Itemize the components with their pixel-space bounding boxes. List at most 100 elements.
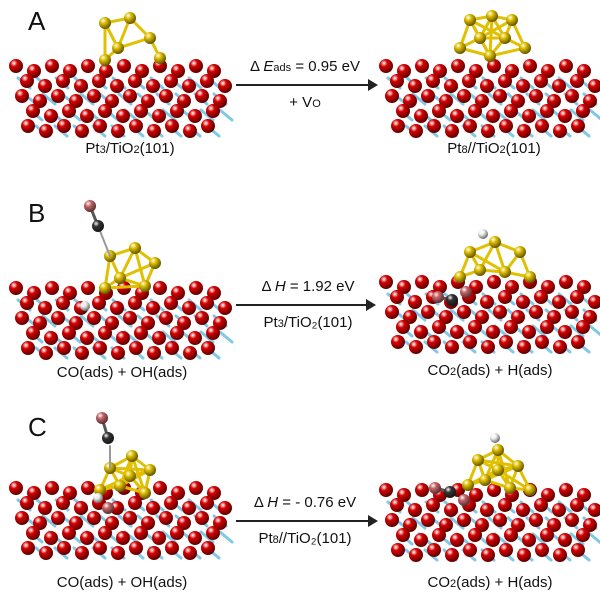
oxygen-atom [498, 498, 512, 512]
oxygen-atom [81, 281, 95, 295]
oxygen-atom [123, 311, 137, 325]
oxygen-atom [218, 79, 232, 93]
oxygen-atom [39, 124, 53, 138]
oxygen-atom [475, 310, 489, 324]
oxygen-atom [439, 310, 453, 324]
oxygen-atom [99, 64, 113, 78]
platinum-atom [454, 271, 466, 283]
oxygen-atom [529, 89, 543, 103]
oxygen-atom [421, 513, 435, 527]
ti-o-bond [588, 108, 600, 121]
structure-a-right [379, 10, 600, 138]
platinum-atom [99, 282, 111, 294]
oxygen-atom [69, 316, 83, 330]
oxygen-atom [33, 94, 47, 108]
platinum-atom [514, 246, 526, 258]
oxygen-atom [403, 310, 417, 324]
oxygen-atom [188, 109, 202, 123]
oxygen-atom [457, 305, 471, 319]
oxygen-atom [570, 290, 584, 304]
hydrogen-atom [93, 493, 103, 503]
oxygen-atom [26, 104, 40, 118]
oxygen-atom [218, 501, 232, 515]
oxygen-atom [481, 124, 495, 138]
platinum-atom [492, 464, 504, 476]
oxygen-atom [63, 286, 77, 300]
oxygen-atom [415, 483, 429, 497]
oxygen-atom [56, 74, 70, 88]
oxygen-atom [195, 89, 209, 103]
panel-label-b: B [28, 198, 46, 228]
oxygen-atom [111, 346, 125, 360]
reaction-c-energy: Δ H = - 0.76 eV [253, 494, 357, 511]
oxygen-atom [9, 59, 23, 73]
oxygen-atom [98, 326, 112, 340]
oxygen-atom [576, 528, 590, 542]
oxygen-atom [44, 531, 58, 545]
oxygen-atom [529, 305, 543, 319]
oxygen-atom [105, 516, 119, 530]
platinum-atom [149, 257, 161, 269]
oxygen-atom [444, 503, 458, 517]
oxygen-atom [38, 79, 52, 93]
oxygen-atom [576, 104, 590, 118]
ti-o-bond [218, 530, 234, 544]
oxygen-atom [206, 526, 220, 540]
oxygen-atom [62, 104, 76, 118]
oxygen-atom [522, 325, 536, 339]
oxygen-atom [385, 305, 399, 319]
oxygen-atom [558, 325, 572, 339]
oxygen-atom [570, 74, 584, 88]
platinum-atom [154, 52, 166, 64]
oxygen-atom [403, 518, 417, 532]
oxygen-atom [74, 501, 88, 515]
oxygen-atom [170, 526, 184, 540]
platinum-atom [114, 480, 126, 492]
oxygen-atom [116, 331, 130, 345]
oxygen-atom [426, 498, 440, 512]
oxygen-atom [21, 341, 35, 355]
oxygen-atom [493, 89, 507, 103]
reaction-c-arrow [236, 515, 378, 527]
oxygen-atom [20, 496, 34, 510]
oxygen-atom [116, 109, 130, 123]
oxygen-atom [207, 286, 221, 300]
reaction-a-condition: + VO [289, 94, 321, 111]
oxygen-atom [213, 316, 227, 330]
oxygen-atom [486, 109, 500, 123]
oxygen-atom [9, 281, 23, 295]
oxygen-atom [390, 290, 404, 304]
oxygen-atom [129, 341, 143, 355]
oxygen-atom [15, 511, 29, 525]
oxygen-atom [69, 516, 83, 530]
ti-o-bond [79, 514, 95, 528]
ti-o-bond [531, 532, 547, 546]
ti-o-bond [569, 108, 585, 122]
hydrogen-atom [80, 301, 90, 311]
ti-o-bond [588, 324, 600, 337]
platinum-atom [524, 271, 536, 283]
oxygen-atom [57, 341, 71, 355]
oxygen-atom [164, 296, 178, 310]
oxygen-atom [110, 501, 124, 515]
oxygen-atom [408, 295, 422, 309]
ti-o-bond [79, 92, 95, 106]
oxygen-atom [439, 94, 453, 108]
oxygen-atom [493, 513, 507, 527]
ti-o-bond [161, 330, 177, 344]
oxygen-atom [171, 486, 185, 500]
oxygen-atom [152, 531, 166, 545]
oxygen-atom [200, 74, 214, 88]
platinum-atom [489, 236, 501, 248]
oxygen-atom [147, 124, 161, 138]
oxygen-atom [153, 481, 167, 495]
panel-label-c: C [28, 412, 47, 442]
platinum-atom [99, 54, 111, 66]
platinum-atom [484, 50, 496, 62]
ti-o-bond [199, 330, 215, 344]
oxygen-atom [385, 513, 399, 527]
oxygen-atom [463, 543, 477, 557]
oxygen-atom [110, 301, 124, 315]
oxygen-atom [517, 124, 531, 138]
oxygen-atom [80, 331, 94, 345]
